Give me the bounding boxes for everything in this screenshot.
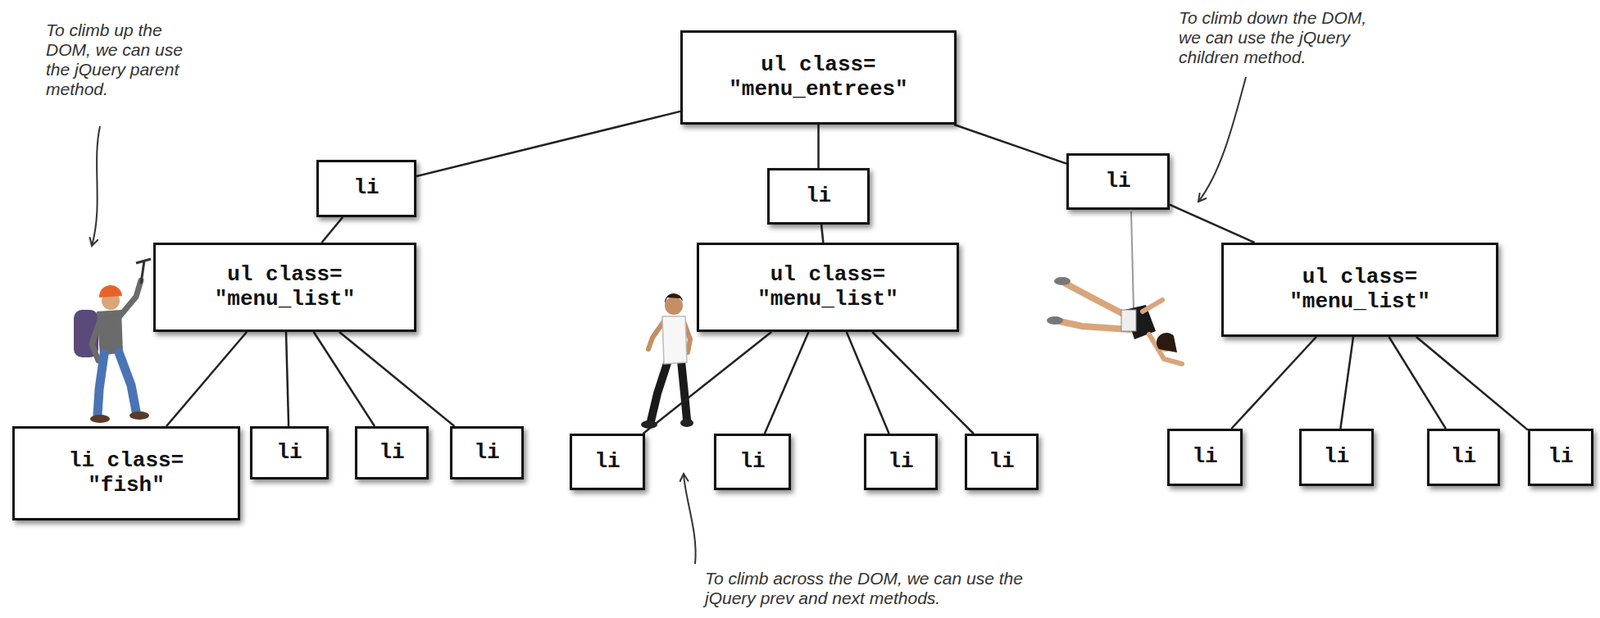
- leg: [1065, 283, 1128, 317]
- dom-element-box: li: [1299, 428, 1374, 487]
- tree-connector: [1416, 336, 1528, 431]
- dom-element-box: li: [863, 433, 938, 491]
- leg: [97, 354, 105, 415]
- head: [664, 296, 683, 315]
- element-tag: li: [594, 450, 620, 475]
- dom-element-box: li: [450, 426, 524, 480]
- element-tag: li: [353, 176, 379, 201]
- handwritten-note: To climb down the DOM, we can use the jQ…: [1178, 8, 1392, 68]
- tree-connector: [954, 124, 1067, 164]
- tree-connector: [416, 111, 681, 177]
- dom-element-box: li: [713, 433, 791, 491]
- rope: [1131, 211, 1134, 309]
- dom-element-box: li: [250, 426, 329, 480]
- walker-figure: [640, 293, 694, 429]
- element-tag: li: [276, 440, 302, 466]
- shoe: [1054, 277, 1071, 286]
- element-tag: ul class= "menu_list": [754, 263, 901, 313]
- dom-element-box: li: [569, 433, 646, 491]
- dom-element-box: li: [354, 426, 429, 480]
- element-tag: li: [1104, 169, 1131, 195]
- arm: [648, 321, 664, 350]
- dom-element-box: li: [964, 433, 1039, 491]
- hair: [1156, 332, 1178, 353]
- tree-connector: [872, 331, 973, 434]
- dom-element-box: ul class= "menu_list": [1221, 242, 1499, 337]
- handwritten-note: To climb up the DOM, we can use the jQue…: [45, 20, 198, 100]
- tree-connector: [286, 331, 289, 427]
- arm: [1142, 300, 1163, 312]
- tree-connector: [764, 331, 810, 434]
- dom-element-box: li class= "fish": [12, 426, 241, 521]
- climber-figure: [73, 259, 151, 423]
- tree-connector: [846, 331, 890, 434]
- tree-connector: [313, 331, 375, 427]
- tree-connector: [1231, 336, 1317, 429]
- tree-connector: [1340, 336, 1354, 429]
- element-tag: li: [473, 440, 500, 466]
- shoe: [1046, 316, 1064, 325]
- element-tag: ul class= "menu_list": [211, 263, 359, 313]
- harness: [1121, 309, 1137, 332]
- tree-connector: [821, 224, 823, 243]
- shoe: [90, 414, 110, 423]
- leg: [118, 352, 137, 412]
- shoe: [680, 418, 694, 428]
- element-tag: li: [1191, 445, 1218, 470]
- element-tag: li: [1547, 445, 1573, 470]
- handwritten-note: To climb across the DOM, we can use the …: [704, 568, 1050, 609]
- arm: [119, 280, 141, 317]
- dom-element-box: li: [1167, 428, 1243, 487]
- element-tag: li: [805, 184, 832, 210]
- element-tag: li: [1450, 445, 1477, 470]
- element-tag: li: [378, 440, 405, 466]
- dom-element-box: ul class= "menu_list": [696, 242, 960, 332]
- leg: [650, 360, 669, 422]
- dom-element-box: li: [1066, 153, 1170, 210]
- dom-element-box: ul class= "menu_list": [153, 242, 417, 332]
- leader-arrow: [1198, 77, 1246, 202]
- element-tag: li: [887, 450, 914, 475]
- tree-connector: [322, 217, 344, 243]
- element-tag: li: [988, 450, 1014, 475]
- dom-element-box: li: [1427, 428, 1500, 487]
- leader-arrow: [683, 473, 696, 564]
- tree-connector: [1389, 336, 1446, 429]
- element-tag: li: [739, 450, 765, 475]
- hair: [664, 293, 683, 304]
- tree-connector: [817, 124, 820, 169]
- tree-connector: [643, 331, 773, 434]
- shirt: [662, 316, 687, 364]
- arm: [91, 319, 100, 361]
- shoe: [129, 411, 150, 420]
- dom-element-box: li: [316, 159, 417, 218]
- helmet: [99, 285, 123, 298]
- element-tag: li: [1323, 445, 1350, 470]
- hanging-climber-figure: [1046, 211, 1182, 364]
- dom-element-box: ul class= "menu_entrees": [680, 30, 957, 125]
- tree-connector: [339, 331, 455, 427]
- leg: [1059, 321, 1130, 330]
- tree-connector: [166, 331, 247, 427]
- element-tag: li class= "fish": [65, 449, 187, 499]
- leader-arrow: [91, 126, 100, 246]
- dom-element-box: li: [1527, 428, 1594, 487]
- element-tag: ul class= "menu_list": [1286, 265, 1433, 315]
- tree-connector: [1169, 204, 1255, 243]
- dom-element-box: li: [767, 168, 870, 225]
- leader-arrows: [91, 77, 1246, 564]
- leg: [681, 360, 687, 420]
- element-tag: ul class= "menu_entrees": [725, 53, 911, 103]
- ice-axe: [136, 259, 151, 284]
